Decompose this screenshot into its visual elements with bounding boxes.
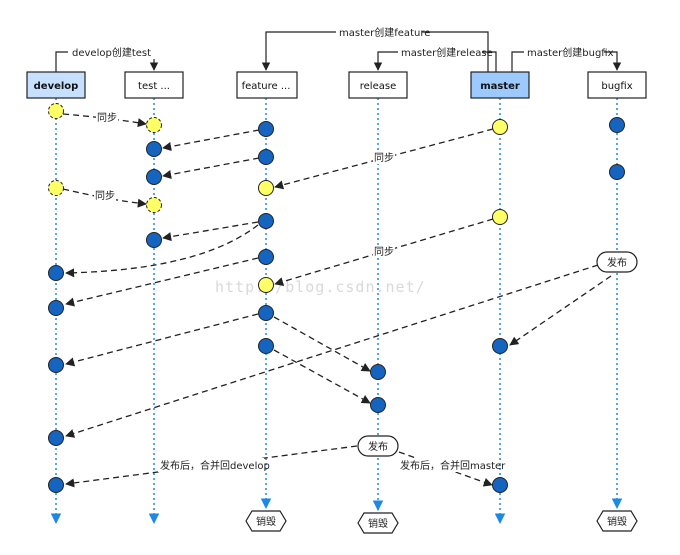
commit-nodes <box>48 103 625 493</box>
commit-test-1-sync <box>146 117 162 133</box>
branch-box-feature <box>236 71 298 99</box>
destroy-node-bugfix <box>596 510 638 532</box>
label-master-creates-bugfix: master创建bugfix <box>527 46 614 59</box>
arrow-feature-to-release-2 <box>273 349 371 404</box>
watermark: http://blog.csdn.net/ <box>215 278 426 296</box>
commit-test-3 <box>146 169 162 185</box>
commit-develop-6 <box>48 430 64 446</box>
arrow-bugfix-publish-to-develop <box>65 264 599 438</box>
branch-box-bugfix <box>587 71 647 99</box>
branch-label-bugfix: bugfix <box>601 81 632 92</box>
sync-label-3: 同步 <box>95 190 115 202</box>
arrow-feature-to-develop-1 <box>65 224 259 278</box>
branch-box-test <box>124 71 184 99</box>
commit-master-1-sync <box>492 119 508 135</box>
merge-develop-label: 发布后，合并回develop <box>160 459 270 472</box>
commit-master-3 <box>492 338 508 354</box>
commit-feature-3-sync <box>258 180 274 196</box>
commit-bugfix-2 <box>609 164 625 180</box>
label-master-creates-release: master创建release <box>401 46 493 59</box>
destroy-node-release <box>357 512 399 534</box>
branch-label-master: master <box>480 81 520 92</box>
publish-node-bugfix <box>596 251 638 273</box>
sync-label-1: 同步 <box>97 112 117 124</box>
branch-headers: develop test ... feature ... release mas… <box>26 71 647 99</box>
commit-develop-7 <box>48 477 64 493</box>
branch-box-develop <box>26 71 86 99</box>
publish-label-release: 发布 <box>368 440 388 453</box>
commit-feature-4 <box>258 213 274 229</box>
arrow-feature-to-test-2 <box>162 157 260 179</box>
arrow-feature-to-release-1 <box>273 316 371 372</box>
commit-develop-3 <box>48 265 64 281</box>
destroy-label-release: 销毁 <box>368 517 388 530</box>
destroy-node-feature <box>245 510 287 532</box>
label-develop-creates-test: develop创建test <box>72 46 151 59</box>
commit-release-1 <box>370 364 386 380</box>
sync-label-2: 同步 <box>374 152 394 164</box>
arrow-feature-to-develop-3 <box>65 313 259 367</box>
commit-test-4-sync <box>146 197 162 213</box>
destroy-label-feature: 销毁 <box>256 515 276 528</box>
commit-master-2-sync <box>492 209 508 225</box>
commit-feature-6-sync <box>258 277 274 293</box>
commit-feature-7 <box>258 305 274 321</box>
branch-label-test: test ... <box>138 81 170 92</box>
branch-box-master <box>470 71 530 99</box>
commit-feature-2 <box>258 149 274 165</box>
branch-label-release: release <box>360 81 396 92</box>
arrow-release-publish-to-master <box>398 451 493 487</box>
destroy-label-bugfix: 销毁 <box>607 515 627 528</box>
commit-develop-5 <box>48 357 64 373</box>
arrow-feature-to-test-1 <box>162 129 260 151</box>
lifelines <box>50 98 623 525</box>
commit-feature-1 <box>258 121 274 137</box>
flow-arrows <box>62 113 612 488</box>
arrow-feature-to-test-3 <box>162 221 259 242</box>
commit-bugfix-1 <box>609 117 625 133</box>
publish-node-release <box>357 435 399 457</box>
commit-master-4 <box>492 477 508 493</box>
branch-label-develop: develop <box>34 81 79 92</box>
commit-test-5 <box>146 232 162 248</box>
commit-feature-5 <box>258 249 274 265</box>
arrow-bugfix-publish-to-master <box>509 275 612 346</box>
commit-test-2 <box>146 141 162 157</box>
branch-label-feature: feature ... <box>242 81 291 92</box>
sync-label-4: 同步 <box>374 246 394 258</box>
commit-develop-2-sync <box>48 180 64 196</box>
merge-master-label: 发布后，合并回master <box>400 459 506 472</box>
commit-release-2 <box>370 397 386 413</box>
commit-feature-8 <box>258 338 274 354</box>
commit-develop-1-sync <box>48 103 64 119</box>
commit-develop-4 <box>48 300 64 316</box>
branch-box-release <box>348 71 408 99</box>
label-master-creates-feature: master创建feature <box>339 26 430 39</box>
publish-label-bugfix: 发布 <box>607 256 627 269</box>
arrow-release-publish-to-develop <box>65 445 358 488</box>
arrow-feature-to-develop-2 <box>65 257 259 307</box>
